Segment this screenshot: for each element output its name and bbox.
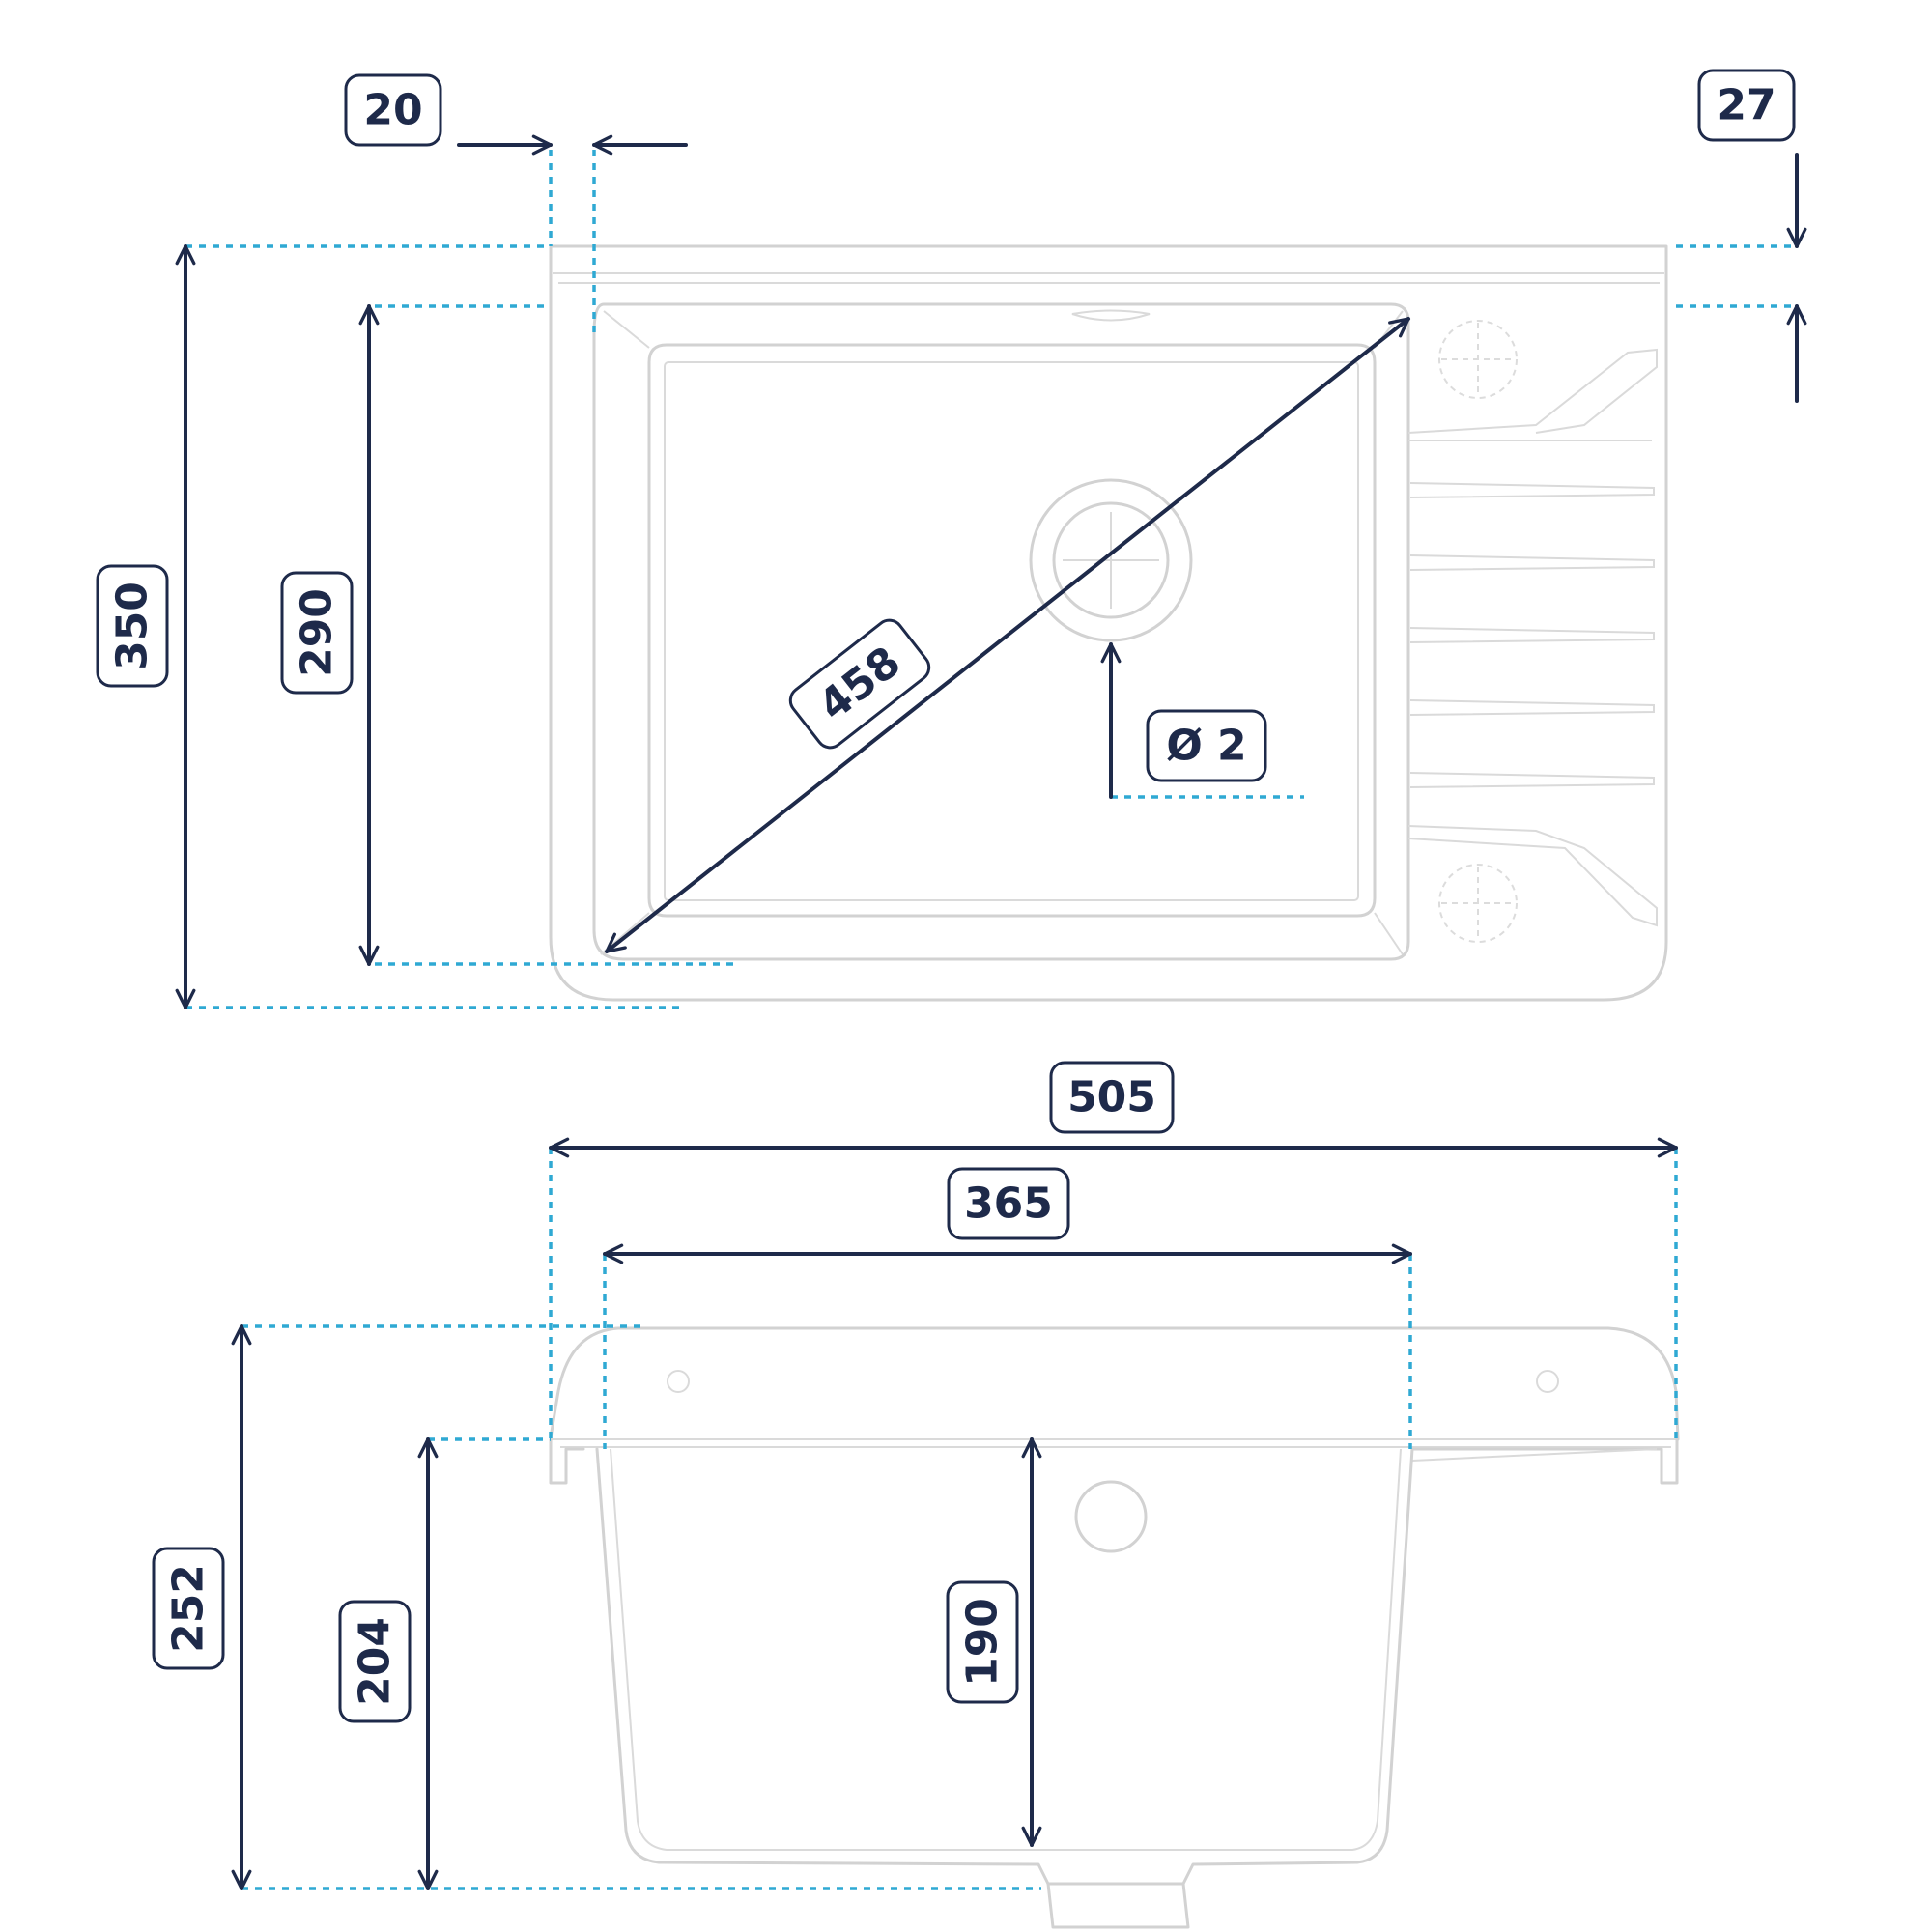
washboard-ribs — [1407, 348, 1658, 927]
label-204-text: 204 — [351, 1617, 400, 1706]
tap-hole-bottom — [1438, 864, 1518, 943]
label-350: 350 — [96, 564, 169, 688]
tap-hole-top — [1438, 320, 1518, 399]
label-drain-diameter-text: Ø 2 — [1166, 722, 1246, 771]
overflow-slot — [1071, 309, 1151, 322]
label-505-text: 505 — [1067, 1073, 1156, 1122]
label-190-text: 190 — [958, 1598, 1008, 1687]
mounting-hole-right — [1536, 1370, 1559, 1393]
basin-outer — [592, 302, 1410, 961]
label-290-text: 290 — [293, 588, 342, 677]
front-rim-profile — [549, 1326, 1680, 1441]
label-505: 505 — [1049, 1061, 1175, 1134]
label-190: 190 — [946, 1580, 1019, 1704]
label-drain-diameter: Ø 2 — [1146, 709, 1267, 782]
label-20-text: 20 — [363, 86, 422, 135]
dimension-lines — [175, 134, 1807, 1890]
label-27-text: 27 — [1717, 81, 1776, 130]
label-350-text: 350 — [108, 582, 157, 670]
label-252: 252 — [152, 1547, 225, 1670]
mounting-hole-left — [667, 1370, 690, 1393]
label-290: 290 — [280, 571, 354, 695]
label-365: 365 — [947, 1167, 1070, 1240]
front-drain-spigot — [1046, 1882, 1190, 1929]
label-27: 27 — [1697, 69, 1796, 142]
front-overflow-hole — [1074, 1480, 1148, 1553]
label-458: 458 — [788, 618, 931, 750]
sink-top-view — [549, 244, 1668, 1002]
front-basin-body — [595, 1447, 1414, 1886]
sink-front-view — [549, 1326, 1680, 1929]
sink-outer-rim — [549, 244, 1668, 1002]
label-252-text: 252 — [164, 1564, 213, 1653]
label-20: 20 — [344, 73, 442, 147]
dimension-labels: 20 27 350 290 458 Ø 2 505 365 — [96, 69, 1796, 1723]
label-204: 204 — [338, 1600, 412, 1723]
label-365-text: 365 — [964, 1179, 1053, 1229]
